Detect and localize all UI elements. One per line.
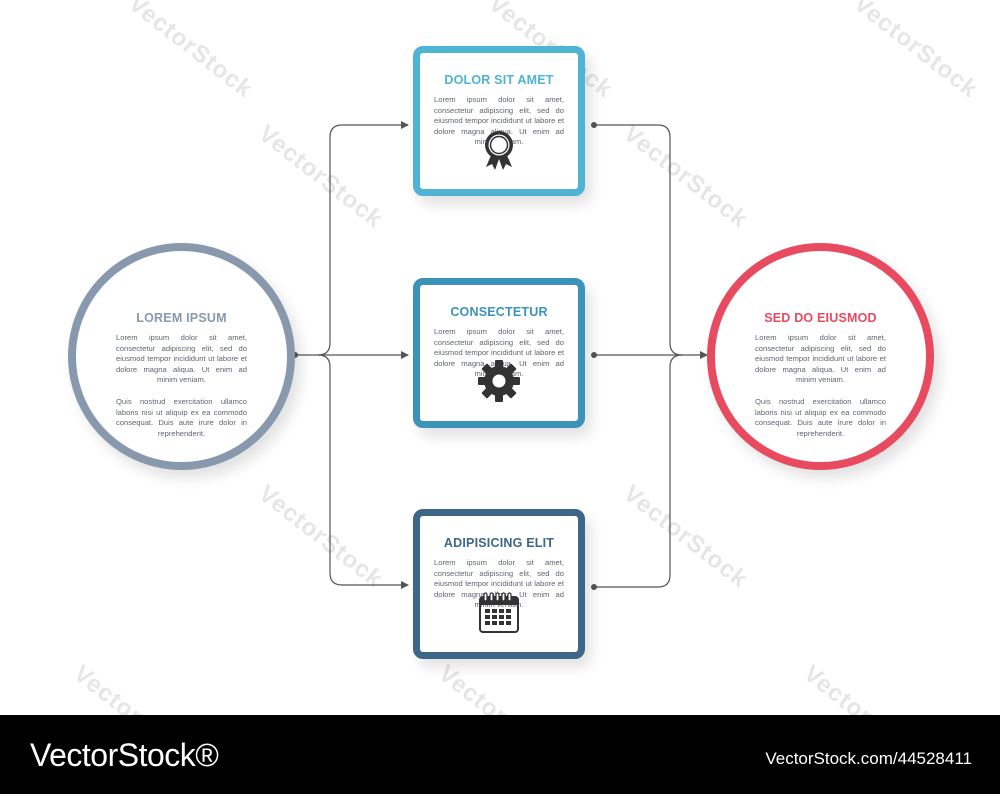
gear-icon [420, 359, 578, 403]
connector-dot [591, 352, 597, 358]
node-dolor-sit-amet: DOLOR SIT AMET Lorem ipsum dolor sit ame… [413, 46, 585, 196]
node-adipisicing-elit: ADIPISICING ELIT Lorem ipsum dolor sit a… [413, 509, 585, 659]
connector-left-to-bottom [317, 354, 409, 589]
award-ribbon-icon [420, 129, 578, 171]
node-consectetur: CONSECTETUR Lorem ipsum dolor sit amet, … [413, 278, 585, 428]
connector-bottom-to-right [594, 354, 683, 588]
node-title: LOREM IPSUM [136, 311, 227, 325]
node-text: Lorem ipsum dolor sit amet, consectetur … [116, 333, 247, 385]
footer-url: VectorStock.com/44528411 [765, 749, 972, 768]
connector-left-to-top [317, 121, 409, 356]
diagram-canvas: VectorStock VectorStock VectorStock Vect… [68, 0, 983, 715]
node-text: Quis nostrud exercitation ullamco labori… [116, 396, 247, 438]
node-title: DOLOR SIT AMET [444, 73, 554, 87]
node-title: CONSECTETUR [450, 305, 548, 319]
footer-bar: VectorStock® VectorStock.com/44528411 [0, 715, 1000, 794]
footer-brand: VectorStock® [30, 737, 219, 773]
node-text: Lorem ipsum dolor sit amet, consectetur … [755, 333, 886, 385]
calendar-icon [420, 592, 578, 634]
connector-top-to-right [594, 124, 683, 356]
node-lorem-ipsum: LOREM IPSUM Lorem ipsum dolor sit amet, … [68, 243, 295, 470]
connector-dot [591, 122, 597, 128]
node-sed-do-eiusmod: SED DO EIUSMOD Lorem ipsum dolor sit ame… [707, 243, 934, 470]
connector-dot [591, 584, 597, 590]
node-title: ADIPISICING ELIT [443, 536, 555, 550]
node-title: SED DO EIUSMOD [764, 311, 877, 325]
node-text: Quis nostrud exercitation ullamco labori… [755, 396, 886, 438]
connector-lines [292, 121, 708, 590]
